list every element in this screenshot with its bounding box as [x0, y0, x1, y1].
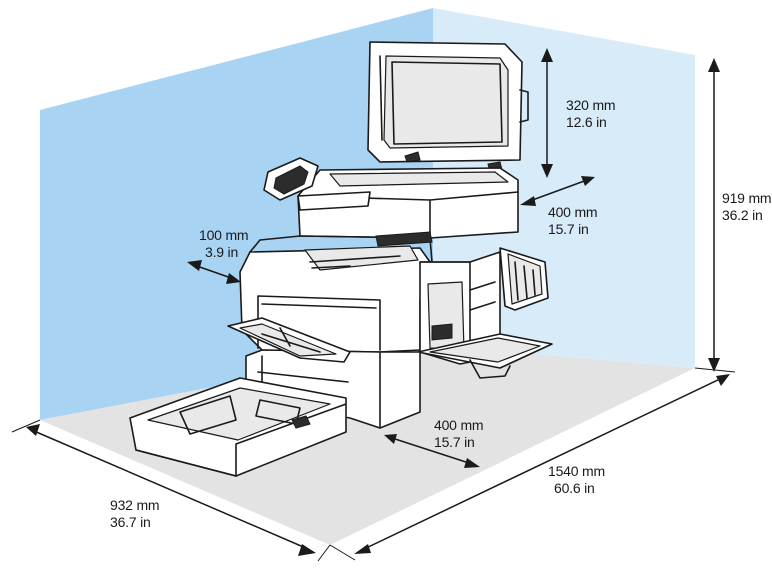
left-clearance-arrow [187, 260, 241, 284]
left-clearance-label: 100 mm 3.9 in [199, 227, 249, 261]
front-clearance-arrow [384, 434, 480, 468]
printer-illustration [129, 41, 553, 477]
height-arrow [708, 58, 720, 372]
left-clearance-imperial: 3.9 in [205, 244, 239, 260]
lid-clearance-arrow [541, 48, 553, 178]
depth-label: 932 mm 36.7 in [110, 497, 160, 531]
rear-clearance-arrow [520, 176, 595, 206]
width-metric: 1540 mm [548, 463, 605, 479]
lid-clearance-metric: 320 mm [566, 97, 616, 113]
depth-imperial: 36.7 in [110, 514, 151, 530]
width-label: 1540 mm 60.6 in [548, 463, 605, 497]
rear-clearance-label: 400 mm 15.7 in [548, 204, 598, 238]
height-metric: 919 mm [722, 190, 772, 206]
rear-clearance-metric: 400 mm [548, 204, 598, 220]
lid-clearance-imperial: 12.6 in [566, 114, 607, 130]
width-imperial: 60.6 in [554, 480, 595, 496]
depth-metric: 932 mm [110, 497, 160, 513]
front-clearance-metric: 400 mm [434, 417, 484, 433]
rear-clearance-imperial: 15.7 in [548, 221, 589, 237]
height-label: 919 mm 36.2 in [722, 190, 772, 224]
left-clearance-metric: 100 mm [199, 227, 249, 243]
width-arrow [329, 367, 736, 561]
front-clearance-imperial: 15.7 in [434, 434, 475, 450]
front-clearance-label: 400 mm 15.7 in [434, 417, 484, 451]
lid-clearance-label: 320 mm 12.6 in [566, 97, 616, 131]
depth-arrow [11, 419, 331, 562]
height-imperial: 36.2 in [722, 207, 763, 223]
